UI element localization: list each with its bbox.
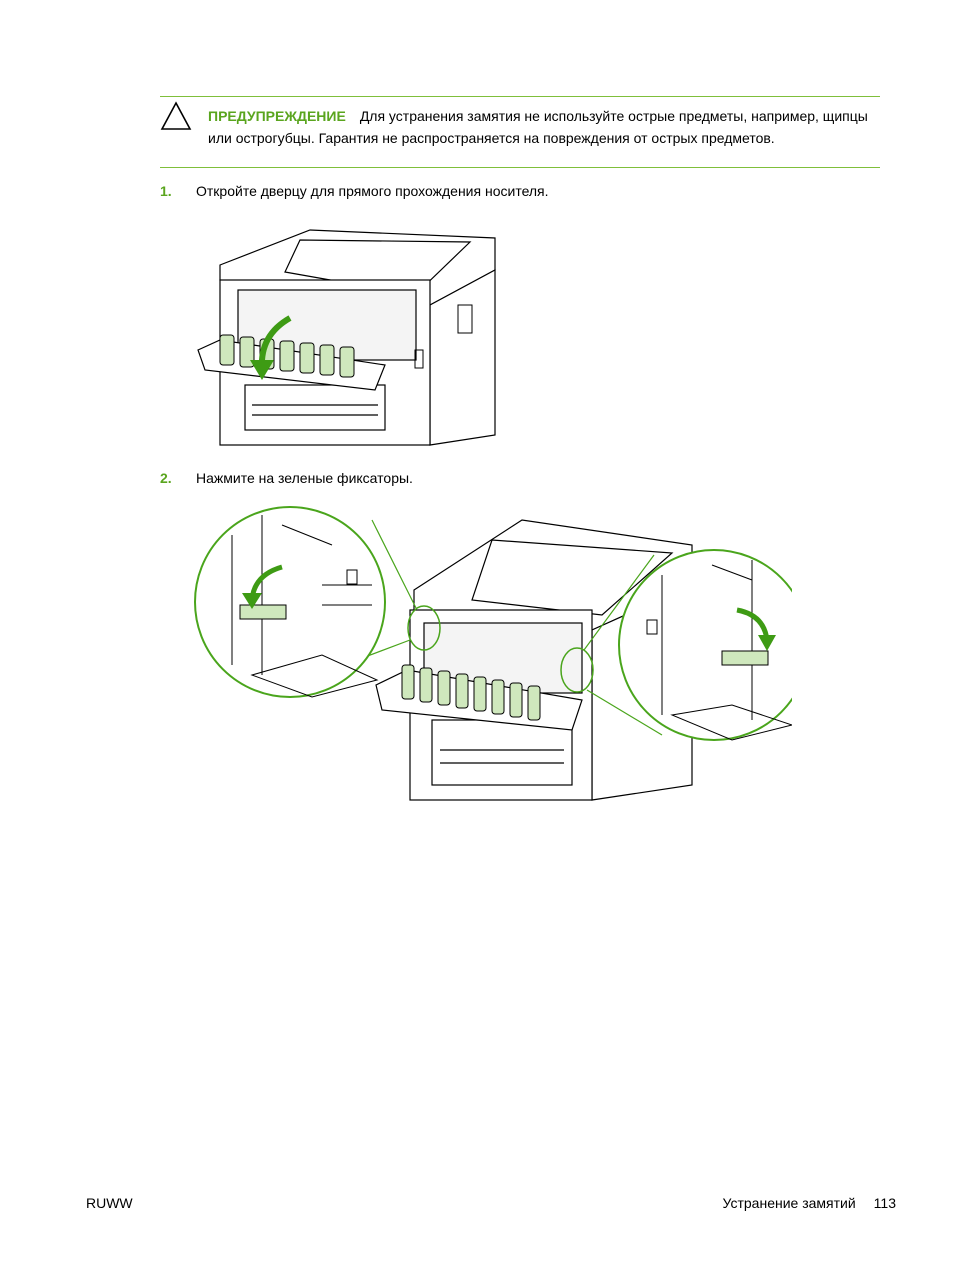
warning-label: ПРЕДУПРЕЖДЕНИЕ — [208, 108, 346, 124]
footer-left: RUWW — [86, 1195, 133, 1211]
warning-triangle-icon — [160, 101, 192, 130]
printer-latches-figure — [194, 506, 792, 801]
step-2-text: Нажмите на зеленые фиксаторы. — [196, 470, 413, 486]
footer-right: Устранение замятий 113 — [723, 1195, 896, 1211]
footer-section: Устранение замятий — [722, 1195, 856, 1211]
warning-text: Для устранения замятия не используйте ос… — [208, 108, 868, 146]
page-number: 113 — [873, 1195, 896, 1211]
printer-open-door-figure — [197, 229, 496, 446]
step-2-number: 2. — [160, 470, 172, 486]
step-1-number: 1. — [160, 183, 172, 199]
step-1-text: Откройте дверцу для прямого прохождения … — [196, 183, 549, 199]
